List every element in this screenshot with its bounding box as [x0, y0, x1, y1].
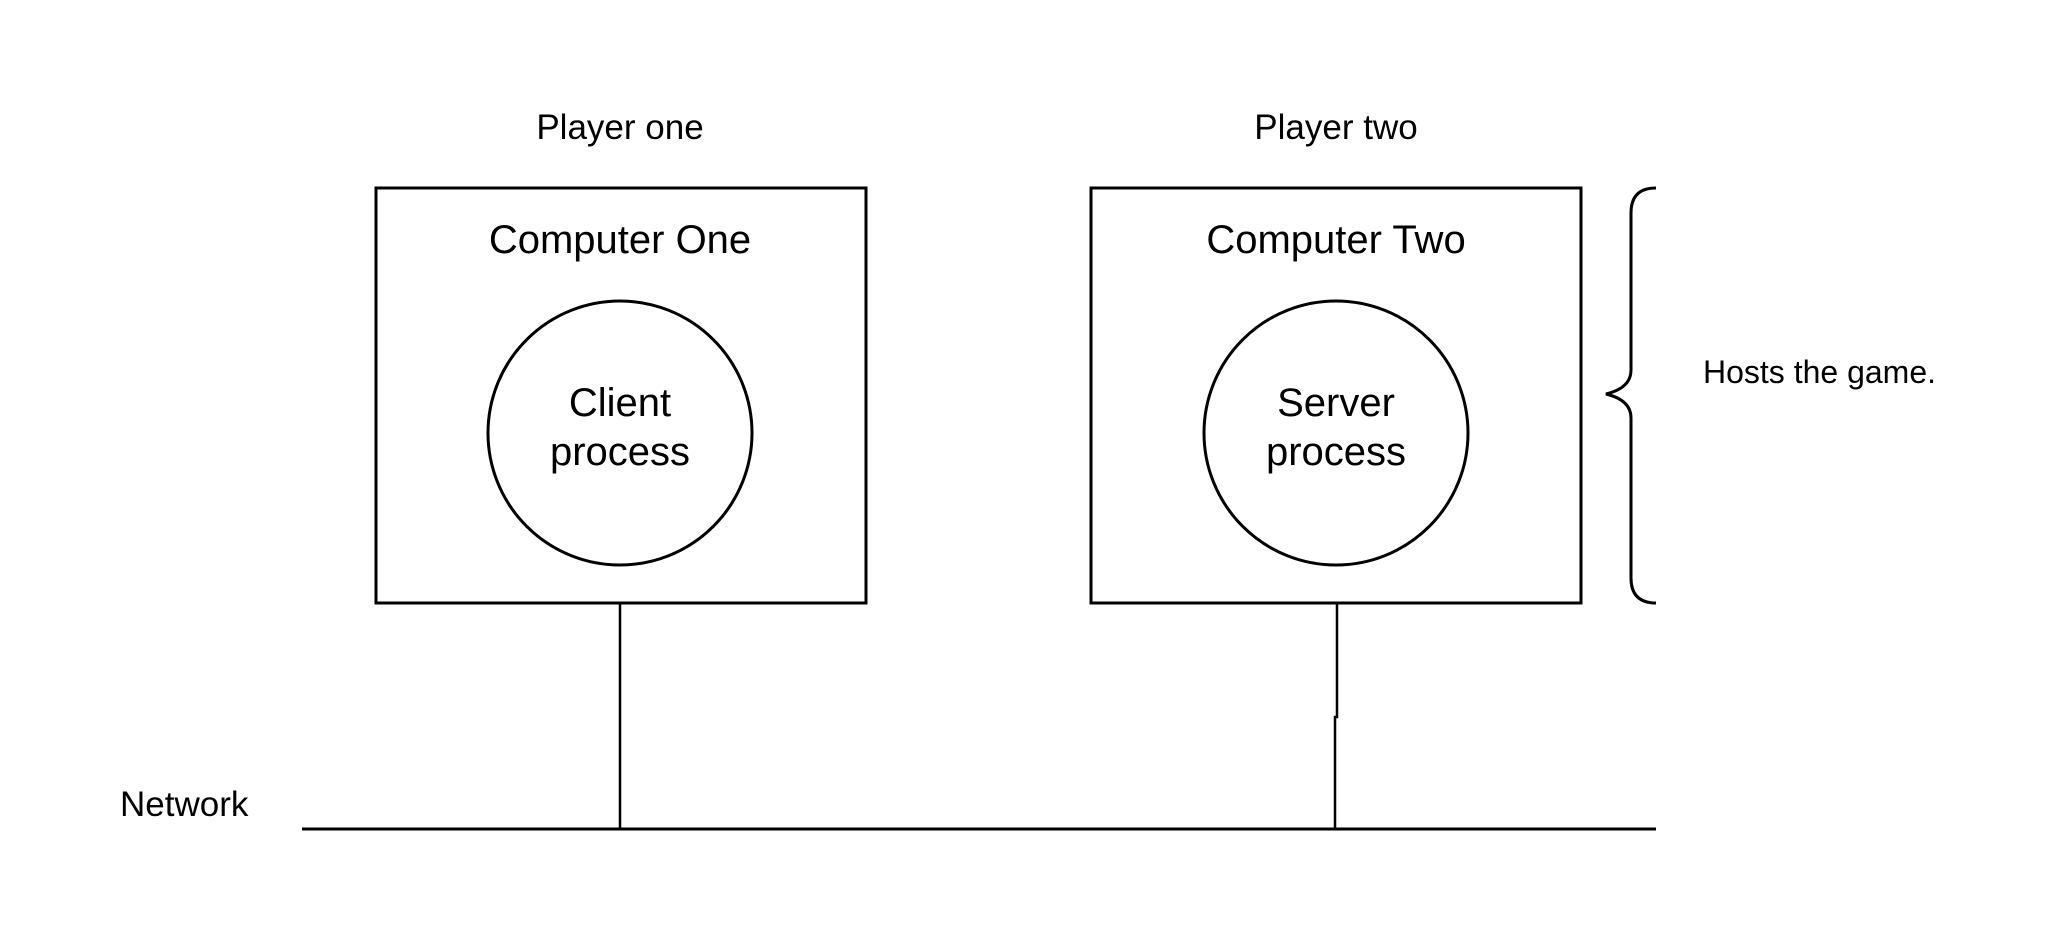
player-two-label: Player two: [1254, 108, 1417, 147]
server-process-line1: Server: [1277, 381, 1395, 425]
computer-two-title: Computer Two: [1206, 218, 1465, 262]
network-label: Network: [120, 785, 249, 824]
player-one-label: Player one: [536, 108, 703, 147]
computer-two-connector: [1333, 603, 1339, 829]
server-process-circle: [1202, 299, 1470, 567]
computer-one-title: Computer One: [489, 218, 751, 262]
client-process-line1: Client: [569, 381, 671, 425]
computer-two-node: Computer Two Server process: [1089, 186, 1583, 605]
computer-one-node: Computer One Client process: [374, 186, 868, 605]
client-process-circle: [486, 299, 754, 567]
server-process-line2: process: [1266, 430, 1406, 474]
curly-brace-icon: [1605, 186, 1657, 605]
hosts-annotation: Hosts the game.: [1703, 354, 1936, 390]
client-process-line2: process: [550, 430, 690, 474]
